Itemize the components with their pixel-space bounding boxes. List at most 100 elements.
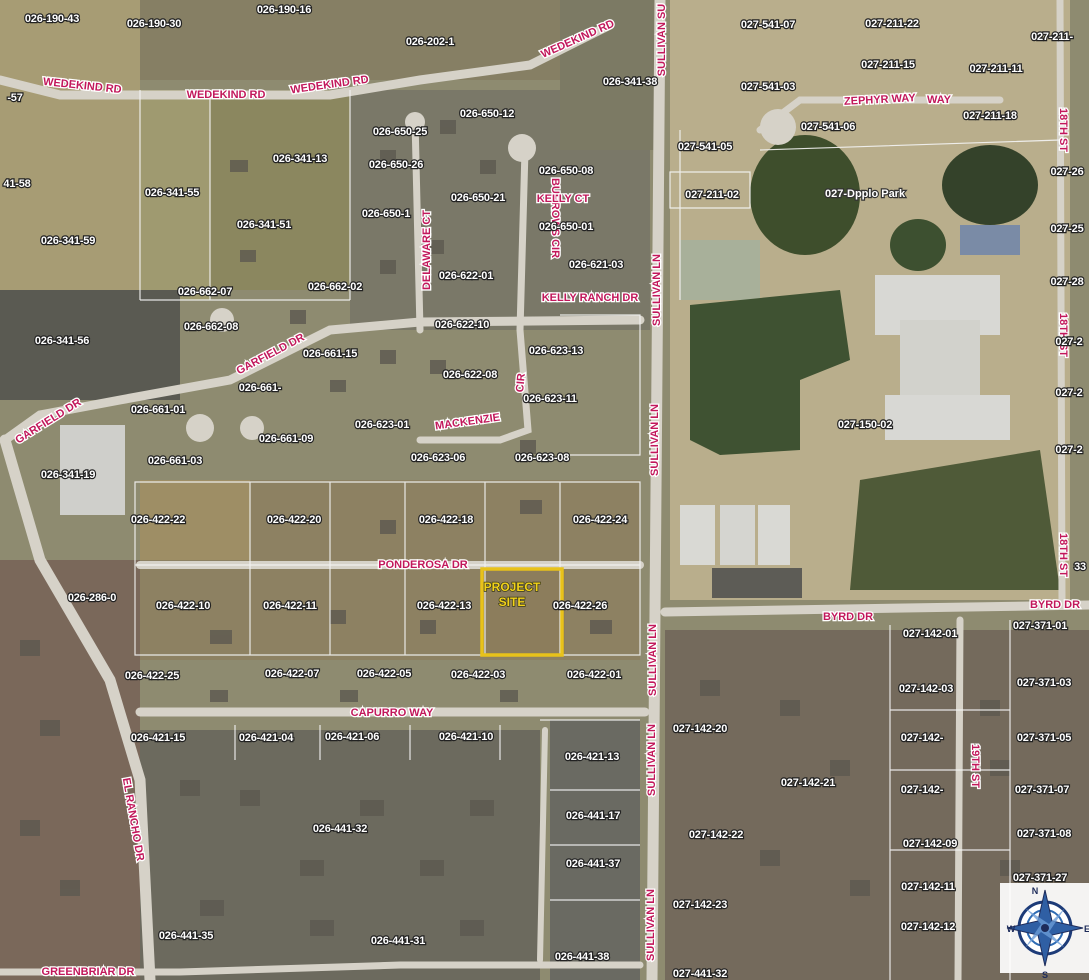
- street-label: BYRD DR: [823, 611, 873, 623]
- parcel-label: 026-422-26: [553, 600, 607, 612]
- parcel-label: 026-190-30: [127, 18, 181, 30]
- parcel-label: 026-661-: [239, 382, 282, 394]
- parcel-label: 026-422-07: [265, 668, 319, 680]
- parcel-label: 026-441-32: [313, 823, 367, 835]
- street-label: SULLIVAN LN: [649, 404, 661, 476]
- parcel-label: 026-622-08: [443, 369, 497, 381]
- parcel-label: 026-623-13: [529, 345, 583, 357]
- street-label: BYRD DR: [1030, 599, 1080, 611]
- parcel-label: 026-341-38: [603, 76, 657, 88]
- parcel-label: 027-541-06: [801, 121, 855, 133]
- street-label: 18TH ST: [1057, 533, 1069, 577]
- parcel-label: 026-341-59: [41, 235, 95, 247]
- parcel-label: 026-341-13: [273, 153, 327, 165]
- street-label: 19TH ST: [969, 744, 981, 788]
- parcel-label: 027-142-03: [899, 683, 953, 695]
- parcel-label: 026-650-12: [460, 108, 514, 120]
- street-label: SULLIVAN LN: [647, 624, 659, 696]
- parcel-label: 026-422-11: [263, 600, 317, 612]
- parcel-label: 026-650-26: [369, 159, 423, 171]
- street-label: WAY: [927, 94, 952, 106]
- parcel-label: 027-142-23: [673, 899, 727, 911]
- parcel-label: 026-422-18: [419, 514, 473, 526]
- street-label: CIR: [514, 373, 528, 393]
- parcel-label: 026-190-43: [25, 13, 79, 25]
- project-site-label-line2: SITE: [499, 595, 526, 609]
- parcel-label: 026-441-31: [371, 935, 425, 947]
- street-label: SULLIVAN LN: [651, 254, 663, 326]
- parcel-label: 026-341-51: [237, 219, 291, 231]
- parcel-label: 026-650-1: [362, 208, 410, 220]
- parcel-label: 41-58: [3, 178, 30, 190]
- parcel-label: 026-422-10: [156, 600, 210, 612]
- street-label: GREENBRIAR DR: [42, 966, 135, 978]
- parcel-label: 026-650-25: [373, 126, 427, 138]
- parcel-label: 026-341-55: [145, 187, 199, 199]
- parcel-label: 027-142-21: [781, 777, 835, 789]
- parcel-label: 026-661-03: [148, 455, 202, 467]
- parcel-label: 026-662-07: [178, 286, 232, 298]
- street-label: SULLIVAN LN: [645, 889, 657, 961]
- parcel-label: 026-662-02: [308, 281, 362, 293]
- street-label: KELLY RANCH DR: [542, 292, 639, 304]
- parcel-label: 026-422-25: [125, 670, 179, 682]
- parcel-label: 027-142-: [901, 784, 944, 796]
- parcel-label: 026-661-09: [259, 433, 313, 445]
- street-label: SULLIVAN SU: [656, 4, 668, 77]
- street-label: PONDEROSA DR: [378, 559, 467, 571]
- parcel-label: 026-441-37: [566, 858, 620, 870]
- cul-de-sacs: [186, 109, 796, 442]
- parcel-label: 027-211-18: [963, 110, 1017, 122]
- parcel-label: 027-25: [1050, 223, 1083, 235]
- street-label: 18TH ST: [1057, 313, 1069, 357]
- parcel-label: 027-441-32: [673, 968, 727, 980]
- parcel-lines: [134, 90, 1061, 980]
- parcel-label: 026-441-35: [159, 930, 213, 942]
- parcel-label: 026-623-01: [355, 419, 409, 431]
- parcel-label: 026-622-01: [439, 270, 493, 282]
- parcel-label: 027-142-22: [689, 829, 743, 841]
- compass-north: N: [1032, 886, 1039, 896]
- compass-south: S: [1042, 970, 1048, 980]
- parcel-label: 026-422-01: [567, 669, 621, 681]
- street-label: 18TH ST: [1057, 108, 1069, 152]
- parcel-label: 027-142-: [901, 732, 944, 744]
- parcel-label: 026-623-06: [411, 452, 465, 464]
- parcel-label: 026-441-17: [566, 810, 620, 822]
- compass-rose: N S W E: [1000, 883, 1089, 980]
- parcel-label: 027-371-07: [1015, 784, 1069, 796]
- parcel-label: -57: [7, 92, 22, 104]
- street-label: KELLY CT: [537, 193, 590, 205]
- parcel-label: 026-202-1: [406, 36, 454, 48]
- parcel-label: 026-422-20: [267, 514, 321, 526]
- street-label: BURROWS CIR: [549, 178, 561, 258]
- street-label: SULLIVAN LN: [646, 724, 658, 796]
- parcel-label: 027-2: [1055, 336, 1082, 348]
- parcel-label: 027-211-02: [685, 189, 739, 201]
- parcel-label: 027-142-11: [901, 881, 955, 893]
- parcel-label: 026-661-01: [131, 404, 185, 416]
- parcel-label: 027-26: [1050, 166, 1083, 178]
- parcel-label: 026-422-03: [451, 669, 505, 681]
- parcel-label: 026-286-0: [68, 592, 116, 604]
- parcel-label: 026-341-19: [41, 469, 95, 481]
- parcel-label: 027-150-02: [838, 419, 892, 431]
- street-label: ZEPHYR WAY: [844, 92, 917, 108]
- parcel-label: 026-422-24: [573, 514, 628, 526]
- parcel-label: 027-2: [1055, 444, 1082, 456]
- parcel-label: 027-142-09: [903, 838, 957, 850]
- parcel-label: 026-623-08: [515, 452, 569, 464]
- park-label: 027-Dpplo Park: [825, 188, 906, 200]
- parcel-label: 027-142-20: [673, 723, 727, 735]
- parcel-label: 026-421-06: [325, 731, 379, 743]
- parcel-label: 027-371-05: [1017, 732, 1071, 744]
- parcel-label: 027-211-22: [865, 18, 919, 30]
- parcel-label: 026-650-08: [539, 165, 593, 177]
- parcel-label: 027-142-12: [901, 921, 955, 933]
- parcel-label: 027-211-15: [861, 59, 915, 71]
- parcel-label: 026-421-04: [239, 732, 294, 744]
- project-site-outline: [480, 567, 564, 657]
- project-site[interactable]: PROJECT SITE: [480, 567, 564, 657]
